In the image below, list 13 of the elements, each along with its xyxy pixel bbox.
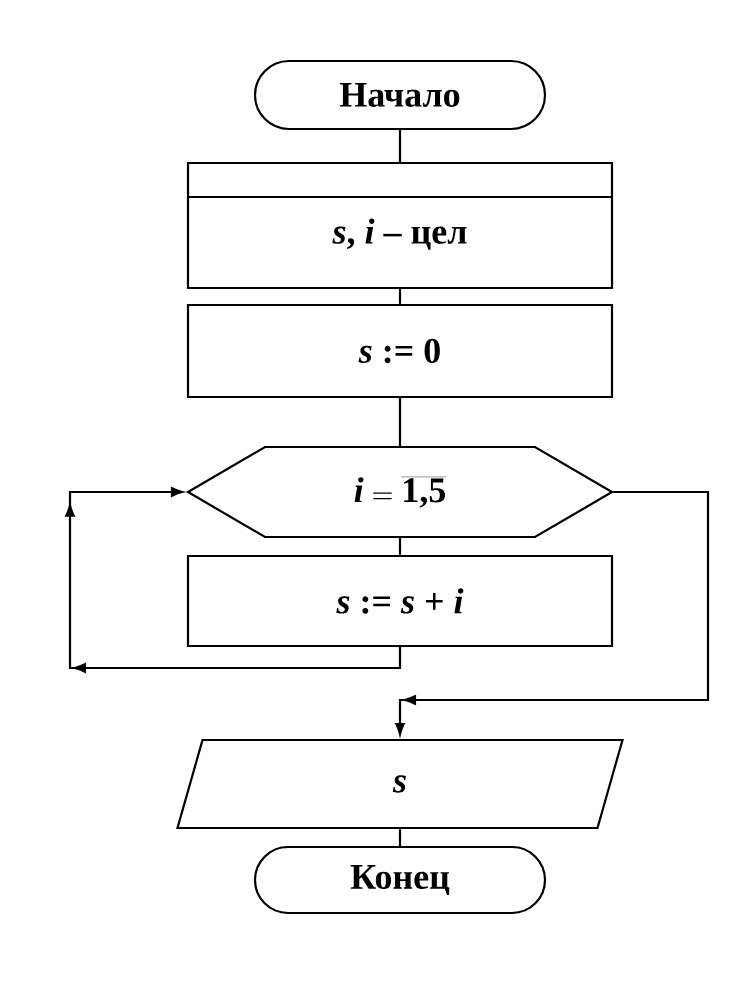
connector-line — [398, 289, 402, 304]
output-parallelogram: s — [176, 738, 624, 830]
connector-line — [398, 538, 402, 555]
declaration-box: s, i – цел — [186, 161, 614, 290]
terminator-box: Конец — [253, 845, 547, 915]
arrow — [65, 487, 402, 673]
arrow — [395, 490, 710, 736]
process-box: s := s + i — [186, 554, 614, 648]
process-box: s := 0 — [186, 303, 614, 399]
connector-line — [398, 829, 402, 846]
terminator-box: Начало — [253, 59, 547, 131]
connector-line — [398, 398, 402, 446]
connector-line — [398, 130, 402, 162]
